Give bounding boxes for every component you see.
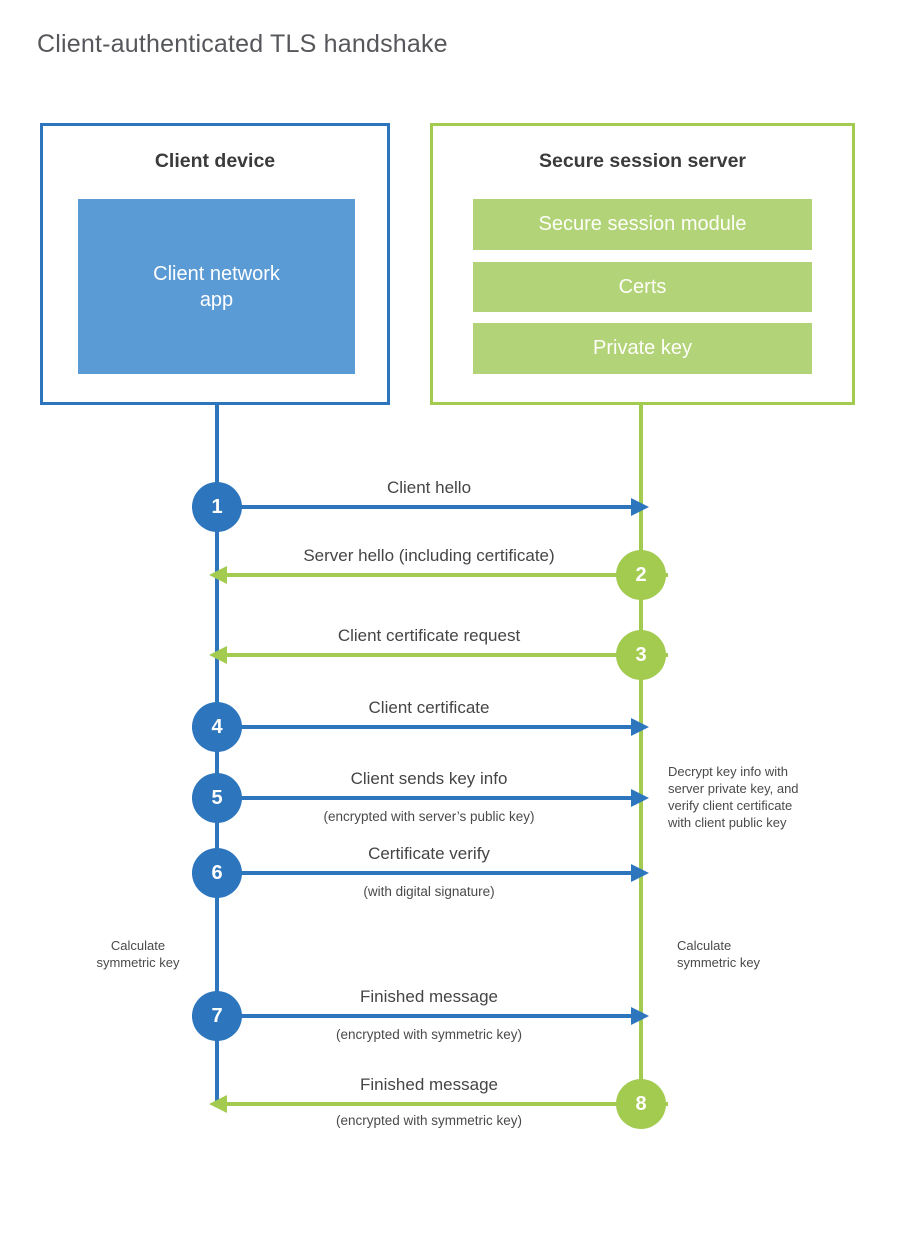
page-title: Client-authenticated TLS handshake bbox=[37, 30, 448, 58]
message-1-arrowhead bbox=[631, 498, 649, 516]
server-box: Secure session server Secure session mod… bbox=[430, 123, 855, 405]
message-4-arrow-shaft bbox=[192, 725, 631, 729]
message-4-label: Client certificate bbox=[368, 698, 490, 717]
message-6-arrow-shaft bbox=[192, 871, 631, 875]
note-calculate-symmetric-key-server: Calculate symmetric key bbox=[677, 938, 761, 970]
message-5-label: Client sends key info bbox=[350, 769, 508, 788]
message-7-number: 7 bbox=[192, 991, 242, 1041]
client-device-title: Client device bbox=[154, 150, 276, 172]
message-6-sublabel: (with digital signature) bbox=[363, 884, 495, 899]
client-lifeline bbox=[215, 404, 219, 1104]
server-module-bar-certs: Certs bbox=[473, 262, 812, 312]
message-2-arrow-shaft bbox=[227, 573, 668, 577]
message-2-number: 2 bbox=[616, 550, 666, 600]
message-3-label: Client certificate request bbox=[337, 626, 521, 645]
message-5-arrowhead bbox=[631, 789, 649, 807]
message-1-number: 1 bbox=[192, 482, 242, 532]
message-7-arrowhead bbox=[631, 1007, 649, 1025]
message-8-arrow-shaft bbox=[227, 1102, 668, 1106]
message-4-number: 4 bbox=[192, 702, 242, 752]
message-6-arrowhead bbox=[631, 864, 649, 882]
message-1-arrow-shaft bbox=[192, 505, 631, 509]
message-8-sublabel: (encrypted with symmetric key) bbox=[335, 1113, 523, 1128]
message-3-arrowhead bbox=[209, 646, 227, 664]
client-network-app-box: Client network app bbox=[78, 199, 355, 374]
message-1-label: Client hello bbox=[386, 478, 472, 497]
message-3-arrow-shaft bbox=[227, 653, 668, 657]
message-5-number: 5 bbox=[192, 773, 242, 823]
message-7-sublabel: (encrypted with symmetric key) bbox=[335, 1027, 523, 1042]
message-8-label: Finished message bbox=[360, 1075, 498, 1094]
server-lifeline bbox=[639, 404, 643, 1104]
server-module-bar-secure-session: Secure session module bbox=[473, 199, 812, 250]
message-2-arrowhead bbox=[209, 566, 227, 584]
server-module-bar-private-key: Private key bbox=[473, 323, 812, 374]
message-8-arrowhead bbox=[209, 1095, 227, 1113]
note-calculate-symmetric-key-client: Calculate symmetric key bbox=[96, 938, 180, 970]
client-device-box: Client device Client network app bbox=[40, 123, 390, 405]
message-7-arrow-shaft bbox=[192, 1014, 631, 1018]
message-8-number: 8 bbox=[616, 1079, 666, 1129]
message-7-label: Finished message bbox=[360, 987, 498, 1006]
message-4-arrowhead bbox=[631, 718, 649, 736]
message-2-label: Server hello (including certificate) bbox=[303, 546, 555, 565]
message-3-number: 3 bbox=[616, 630, 666, 680]
message-6-label: Certificate verify bbox=[368, 844, 490, 863]
message-5-arrow-shaft bbox=[192, 796, 631, 800]
note-decrypt-key-info: Decrypt key info with server private key… bbox=[668, 764, 799, 830]
message-5-sublabel: (encrypted with server’s public key) bbox=[323, 809, 535, 824]
server-title: Secure session server bbox=[538, 150, 747, 172]
message-6-number: 6 bbox=[192, 848, 242, 898]
